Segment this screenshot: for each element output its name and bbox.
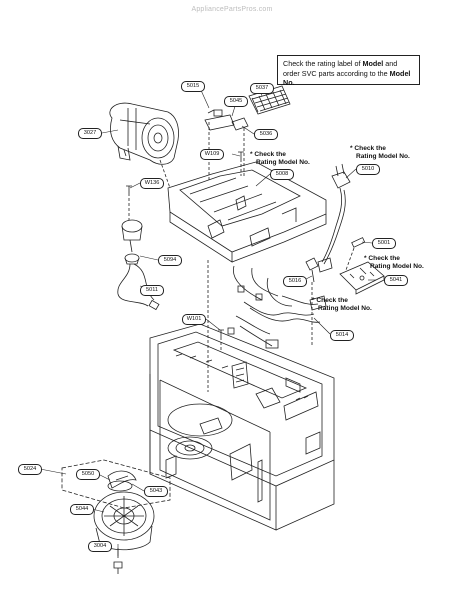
bracket-outline (61, 459, 171, 509)
check-note-line-1: * Check the (350, 145, 386, 152)
connector-5016-drawing (305, 257, 319, 283)
thermostat-wire-drawing (117, 185, 160, 311)
screw-w101-drawing (218, 329, 224, 340)
check-note-line-1: * Check the (364, 255, 400, 262)
check-note-line-1: * Check the (312, 297, 348, 304)
check-note-line-2: Rating Model No. (370, 263, 424, 270)
part-label-W136: W136 (140, 178, 164, 189)
note-bold-model-no: Model No. (283, 68, 411, 88)
check-note-board: * Check the Rating Model No. (364, 255, 424, 271)
part-label-5008: 5008 (270, 169, 294, 180)
damper-parts-drawing (204, 85, 291, 131)
power-cord-drawing (317, 163, 351, 273)
part-label-3027: 3027 (78, 128, 102, 139)
part-label-5037: 5037 (250, 83, 274, 94)
part-label-5050: 5050 (76, 469, 100, 480)
part-label-5036: 5036 (254, 129, 278, 140)
part-label-5016: 5016 (283, 276, 307, 287)
check-note-line-2: Rating Model No. (256, 159, 310, 166)
base-plate-drawing (167, 161, 327, 263)
oven-cavity-drawing (149, 323, 335, 531)
check-note-power-cord: * Check the Rating Model No. (350, 145, 410, 161)
part-label-5011: 5011 (140, 285, 164, 296)
part-label-5014: 5014 (330, 330, 354, 341)
check-note-harness: * Check the Rating Model No. (312, 297, 372, 313)
part-label-5045: 5045 (224, 96, 248, 107)
part-label-5024: 5024 (18, 464, 42, 475)
part-label-5015: 5015 (181, 81, 205, 92)
leader-lines (39, 87, 376, 556)
check-note-line-2: Rating Model No. (356, 153, 410, 160)
wire-harness-drawing (227, 265, 327, 349)
check-note-base-plate: * Check the Rating Model No. (250, 151, 310, 167)
part-label-3004: 3004 (88, 541, 112, 552)
note-bold-model: Model (362, 59, 384, 68)
blower-fan-motor-drawing (109, 102, 179, 165)
check-note-line-1: * Check the (250, 151, 286, 158)
part-label-W101: W101 (182, 314, 206, 325)
note-text-1: Check the rating label of (283, 59, 363, 68)
part-label-5001: 5001 (372, 238, 396, 249)
model-check-note: Check the rating label of Model and orde… (277, 55, 420, 88)
part-label-5044: 5044 (70, 504, 94, 515)
part-label-5094: 5094 (158, 255, 182, 266)
assembly-guide-lines (128, 122, 355, 392)
part-label-5010: 5010 (356, 164, 380, 175)
note-text-2: and order SVC parts according to the (283, 59, 398, 78)
check-note-line-2: Rating Model No. (318, 305, 372, 312)
part-label-5043: 5043 (144, 486, 168, 497)
watermark: AppliancePartsPros.com (191, 6, 273, 13)
part-label-W109: W109 (200, 149, 224, 160)
part-label-5041: 5041 (384, 275, 408, 286)
screw-w109-drawing (238, 151, 244, 162)
